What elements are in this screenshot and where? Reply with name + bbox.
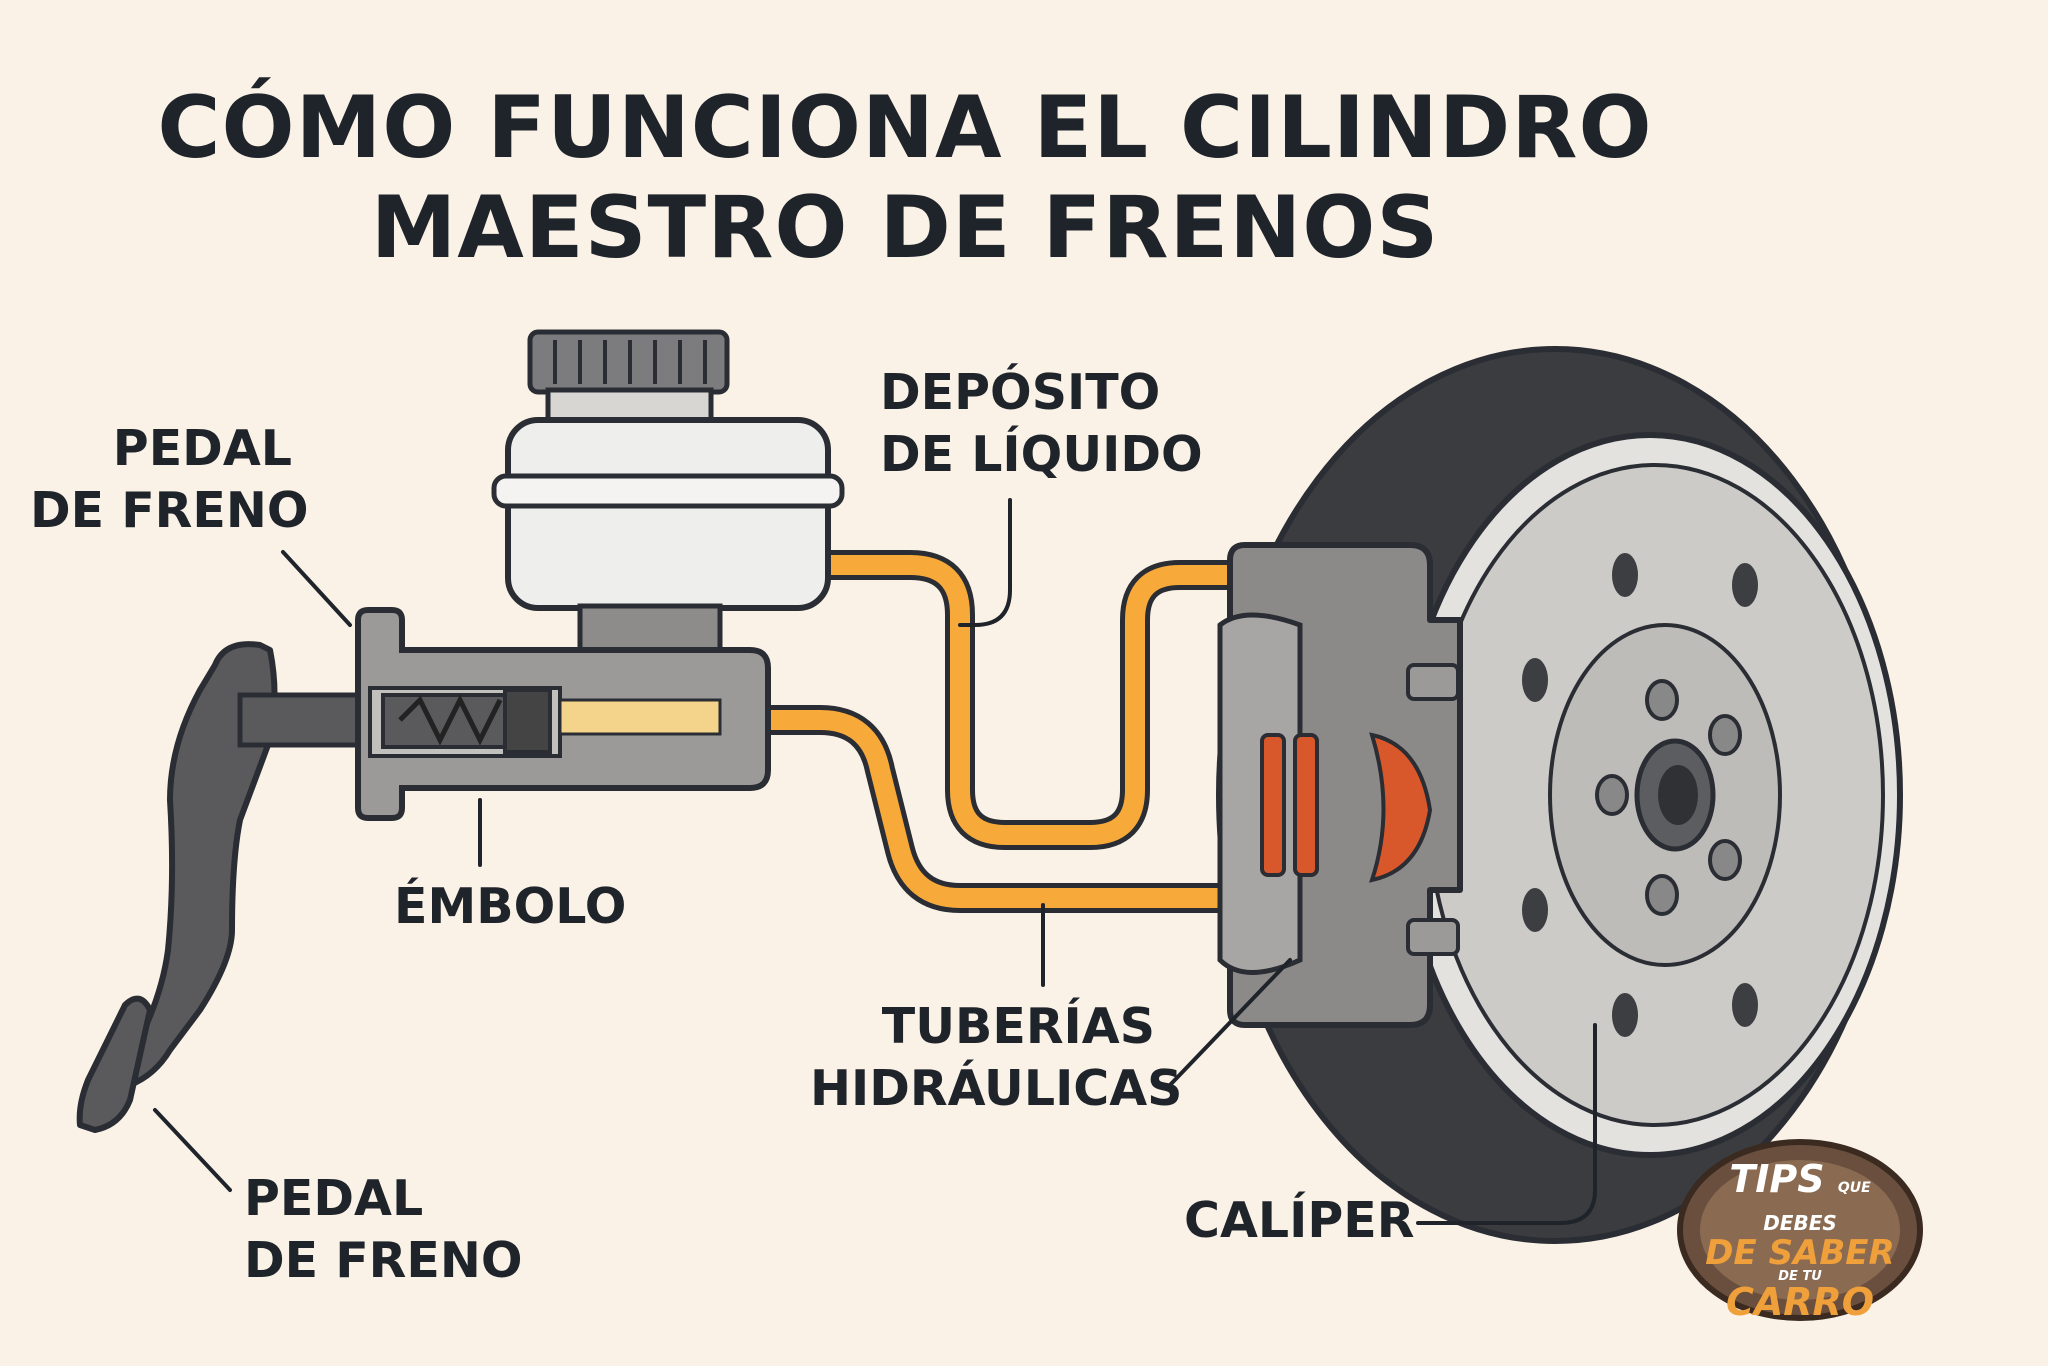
label-embolo: ÉMBOLO xyxy=(394,878,627,935)
leader-lines xyxy=(153,498,1597,1225)
label-deposito: DEPÓSITO DE LÍQUIDO xyxy=(880,362,1203,486)
logo-text: TIPS QUE DEBES DE SABER DE TU CARRO xyxy=(1700,1160,1900,1321)
label-tuberias: TUBERÍAS HIDRÁULICAS xyxy=(810,996,1183,1120)
leader-pedal-top xyxy=(281,550,352,627)
logo-small3: DE TU xyxy=(1778,1269,1822,1284)
label-tuberias-line2: HIDRÁULICAS xyxy=(810,1060,1183,1117)
logo-small1: QUE xyxy=(1837,1180,1871,1196)
label-pedal-bottom-line1: PEDAL xyxy=(244,1170,424,1227)
label-pedal-bottom-line2: DE FRENO xyxy=(244,1232,523,1289)
logo-line2: DE SABER xyxy=(1705,1233,1895,1273)
label-tuberias-line1: TUBERÍAS xyxy=(881,998,1155,1055)
leader-deposito xyxy=(958,498,1012,627)
leader-pedal-bottom xyxy=(153,1108,232,1192)
title-line-2: MAESTRO DE FRENOS xyxy=(370,178,1440,278)
hydraulic-lines xyxy=(530,550,1245,913)
label-pedal-top-line1: PEDAL xyxy=(112,420,292,477)
label-deposito-line1: DEPÓSITO xyxy=(880,364,1161,421)
label-deposito-line2: DE LÍQUIDO xyxy=(880,426,1203,483)
caliper xyxy=(1217,542,1463,1028)
label-pedal-top-line2: DE FRENO xyxy=(30,482,309,539)
logo-small2: DEBES xyxy=(1763,1211,1837,1235)
logo-line3: CARRO xyxy=(1725,1280,1875,1324)
leader-caliper-arrow xyxy=(1168,958,1292,1087)
brake-pedal xyxy=(76,641,388,1133)
label-caliper: CALÍPER xyxy=(1184,1192,1415,1249)
label-pedal-bottom: PEDAL DE FRENO xyxy=(244,1168,523,1292)
piston xyxy=(381,688,552,754)
fluid-reservoir xyxy=(491,329,845,659)
title-line-1: CÓMO FUNCIONA EL CILINDRO xyxy=(157,78,1653,178)
logo-line1: TIPS xyxy=(1729,1157,1825,1201)
leader-caliper xyxy=(1416,1023,1597,1225)
label-pedal-top: PEDAL DE FRENO xyxy=(30,418,309,542)
logo-badge xyxy=(1677,1139,1923,1321)
